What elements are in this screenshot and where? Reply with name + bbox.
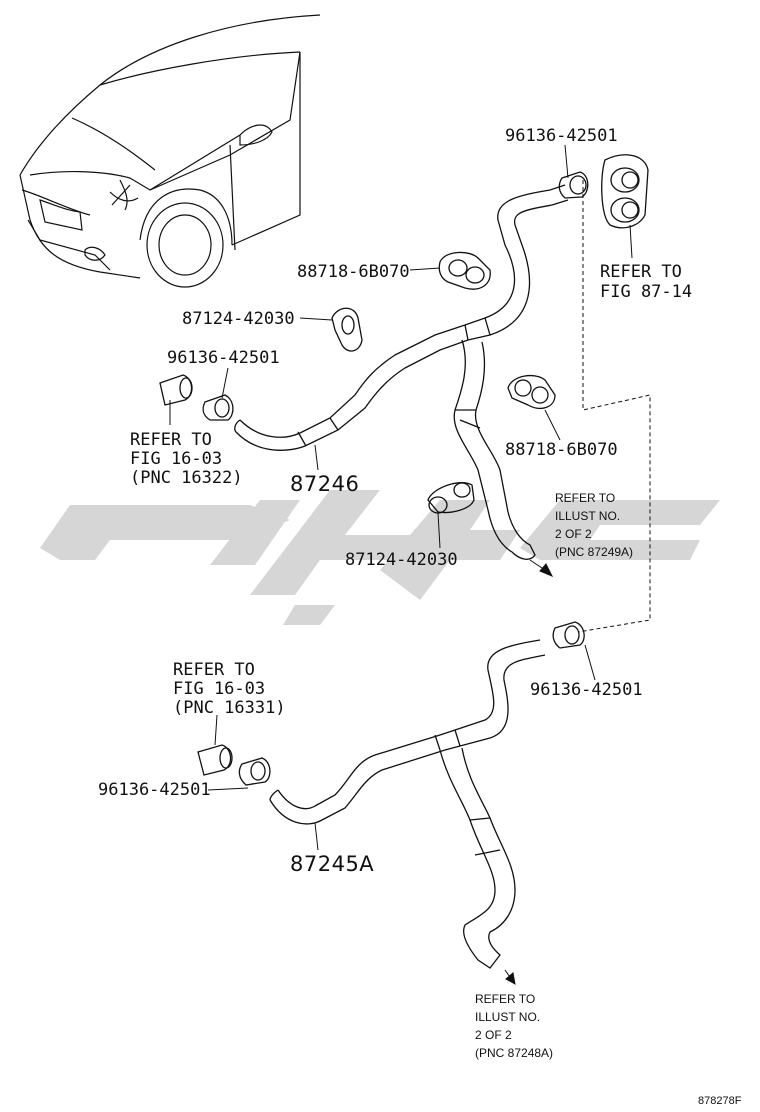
hose-87245A	[269, 639, 546, 969]
label-illust-lower-1: REFER TO	[475, 992, 536, 1006]
grommet	[601, 154, 649, 229]
label-illust-lower-2: ILLUST NO.	[475, 1010, 541, 1024]
label-clamp-c: 88718-6B070	[505, 440, 618, 460]
watermark-logo	[40, 490, 720, 625]
label-refer-mid-2: FIG 16-03	[173, 679, 266, 699]
label-clip-left: 96136-42501	[167, 348, 280, 368]
label-refer-left-2: FIG 16-03	[130, 449, 223, 469]
label-refer-top-2: FIG 87-14	[600, 282, 693, 302]
label-clamp-d: 87124-42030	[345, 550, 458, 570]
figure-number: 878278F	[698, 1095, 742, 1107]
label-clip-right: 96136-42501	[530, 680, 643, 700]
label-refer-top-1: REFER TO	[600, 262, 682, 282]
direction-arrows	[504, 559, 554, 985]
label-illust-lower-4: (PNC 87248A)	[475, 1046, 554, 1060]
label-refer-left-3: (PNC 16322)	[130, 468, 243, 488]
label-refer-mid-3: (PNC 16331)	[173, 698, 286, 718]
label-illust-upper-4: (PNC 87249A)	[555, 545, 634, 559]
label-illust-lower-3: 2 OF 2	[475, 1028, 512, 1042]
label-clip-lower: 96136-42501	[98, 780, 211, 800]
label-refer-left-1: REFER TO	[130, 430, 212, 450]
label-clip-top: 96136-42501	[505, 126, 618, 146]
label-illust-upper-2: ILLUST NO.	[555, 509, 621, 523]
car-illustration	[19, 14, 321, 288]
label-clamp-a: 88718-6B070	[297, 262, 410, 282]
dashed-reference-line	[577, 180, 651, 633]
label-clamp-b: 87124-42030	[182, 309, 295, 329]
label-refer-mid-1: REFER TO	[173, 660, 255, 680]
clips	[159, 171, 589, 786]
hose-87246	[234, 184, 569, 560]
label-illust-upper-1: REFER TO	[555, 491, 616, 505]
leader-lines	[169, 144, 633, 851]
label-hose-upper: 87246	[290, 472, 360, 496]
label-hose-lower: 87245A	[290, 852, 375, 876]
label-illust-upper-3: 2 OF 2	[555, 527, 592, 541]
